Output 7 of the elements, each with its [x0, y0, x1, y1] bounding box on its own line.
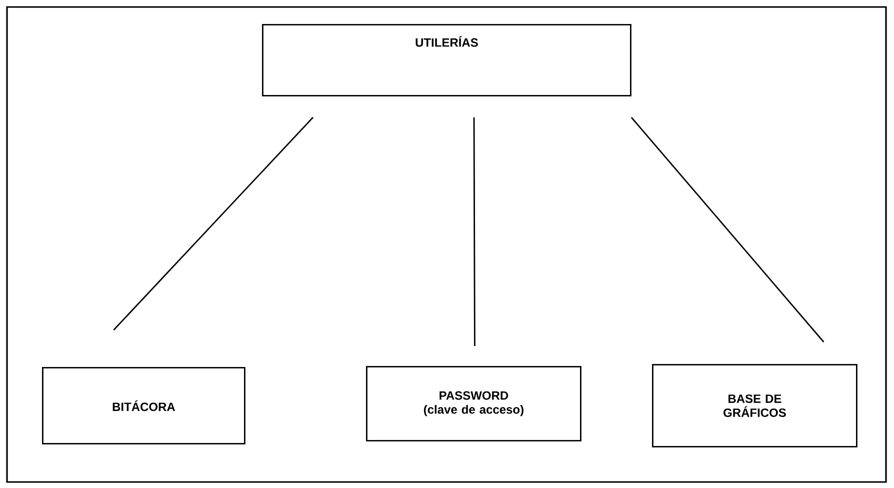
- process-box: UTILERÍAS: [262, 24, 632, 96]
- connector-line: [630, 116, 824, 342]
- process-box: PASSWORD (clave de acceso): [366, 366, 582, 442]
- process-box: BASE DE GRÁFICOS: [652, 364, 858, 448]
- connector-line: [473, 117, 476, 346]
- connector-line: [113, 116, 314, 330]
- process-box: BITÁCORA: [42, 367, 246, 444]
